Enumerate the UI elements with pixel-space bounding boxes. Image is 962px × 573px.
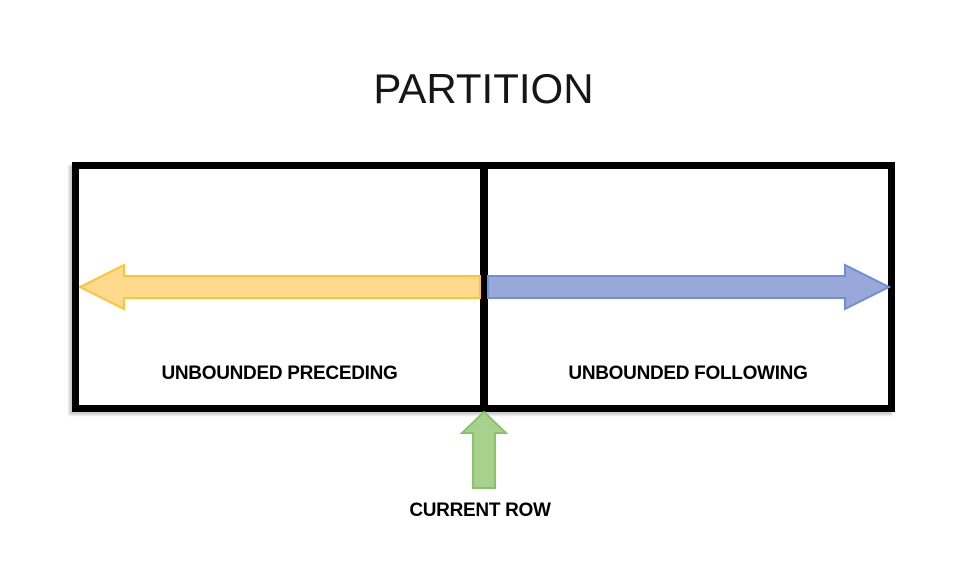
- diagram-title: PARTITION: [373, 65, 594, 112]
- current-row-label: CURRENT ROW: [409, 500, 551, 521]
- unbounded-following-right-arrow-icon: [487, 263, 891, 311]
- frame-arrows: [79, 263, 891, 311]
- unbounded-preceding-label: UNBOUNDED PRECEDING: [161, 363, 398, 384]
- unbounded-preceding-left-arrow-icon: [79, 263, 481, 311]
- unbounded-following-label: UNBOUNDED FOLLOWING: [568, 363, 808, 384]
- current-row-up-arrow-icon: [460, 411, 508, 489]
- current-row-pointer: [460, 411, 508, 489]
- partition-divider: [480, 162, 488, 412]
